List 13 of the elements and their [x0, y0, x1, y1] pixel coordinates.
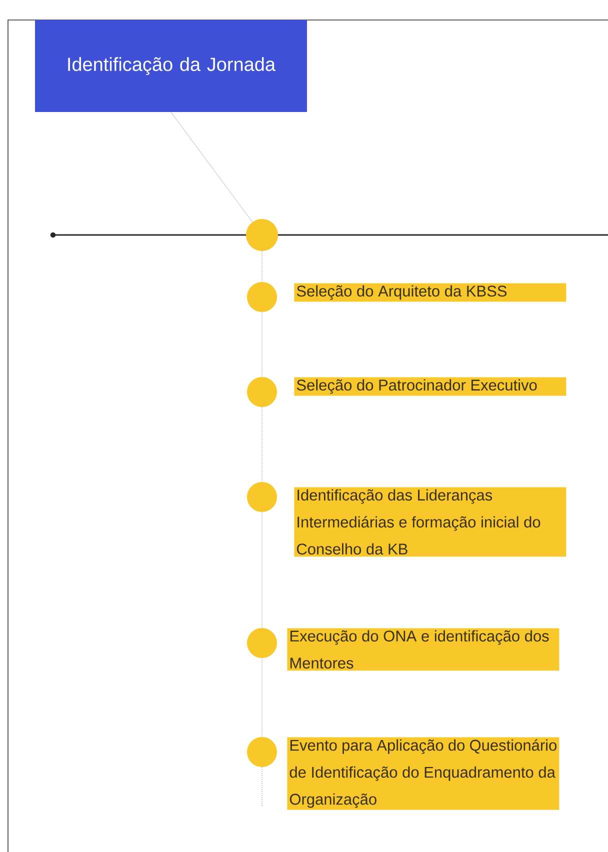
title-box: Identificação da Jornada	[35, 20, 307, 112]
milestone-dot	[247, 377, 277, 407]
step-label: Seleção do Arquiteto da KBSS	[294, 283, 566, 302]
connector-line	[170, 112, 253, 222]
milestone-dot	[247, 628, 277, 658]
milestone-dot	[247, 282, 277, 312]
step-label: Evento para Aplicação do Questionário de Identificação do Enquadramento da Organização	[287, 737, 560, 810]
milestone-dot	[247, 737, 277, 767]
step-label: Execução do ONA e identificação dos Mentores	[287, 628, 560, 671]
step-label: Identificação das Lideranças Intermediárias e formação inicial do Conselho da KB	[294, 487, 566, 557]
milestone-dot	[247, 482, 277, 512]
milestone-dot	[246, 219, 278, 251]
step-label: Seleção do Patrocinador Executivo	[294, 377, 566, 396]
